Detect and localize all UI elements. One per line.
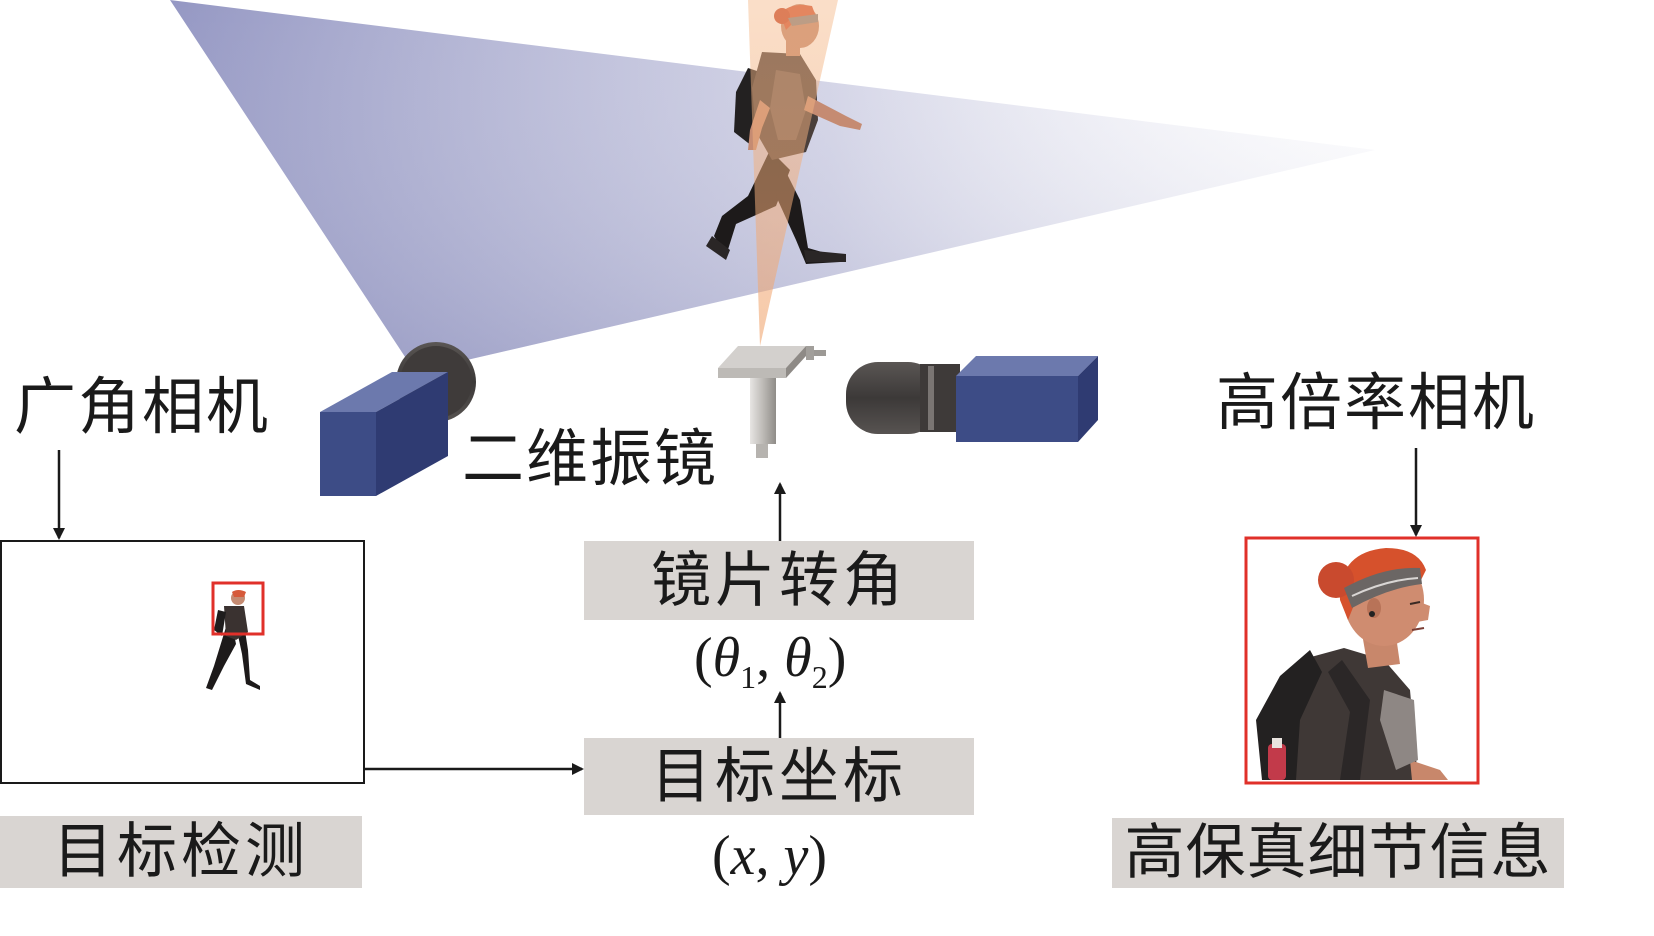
high-zoom-camera [846,356,1098,442]
mirror-angle-label: 镜片转角 [651,545,907,616]
theta-close-paren: ) [827,627,847,689]
theta-2-symbol: θ [784,627,812,689]
xy-y-symbol: y [783,825,809,887]
theta-1-symbol: θ [712,627,741,689]
diagram-canvas: 广角相机 二维振镜 高倍率相机 镜片转角 (θ1, θ2) 目标坐标 (x, y… [0,0,1564,888]
theta-1-subscript: 1 [740,659,757,695]
xy-x-symbol: x [730,825,756,887]
theta-formula: (θ1, θ2) [694,630,846,693]
galvo-mirror-mount [718,346,826,458]
mirror-angle-box: 镜片转角 [584,541,974,620]
target-coords-box: 目标坐标 [584,738,974,815]
wide-angle-camera [320,342,476,496]
hifi-detail-label: 高保真细节信息 [1124,818,1552,888]
xy-close-paren: ) [808,825,828,887]
wide-camera-label: 广角相机 [14,370,271,443]
theta-separator: , [756,627,785,689]
xy-formula: (x, y) [712,828,827,884]
theta-2-subscript: 2 [811,659,828,695]
high-zoom-camera-label: 高倍率相机 [1216,366,1537,439]
hifi-detail-box: 高保真细节信息 [1112,818,1564,888]
target-coords-label: 目标坐标 [651,741,907,812]
detection-box [211,581,265,636]
narrow-beam [748,0,838,346]
theta-open-paren: ( [694,627,713,689]
xy-open-paren: ( [712,825,731,887]
xy-separator: , [755,825,784,887]
wide-camera-frame [0,540,365,784]
target-detection-box: 目标检测 [0,816,362,888]
person-head-closeup [1256,548,1448,780]
target-detection-label: 目标检测 [53,817,309,887]
diagram-graphics [0,0,1480,785]
galvo-label: 二维振镜 [462,422,719,495]
